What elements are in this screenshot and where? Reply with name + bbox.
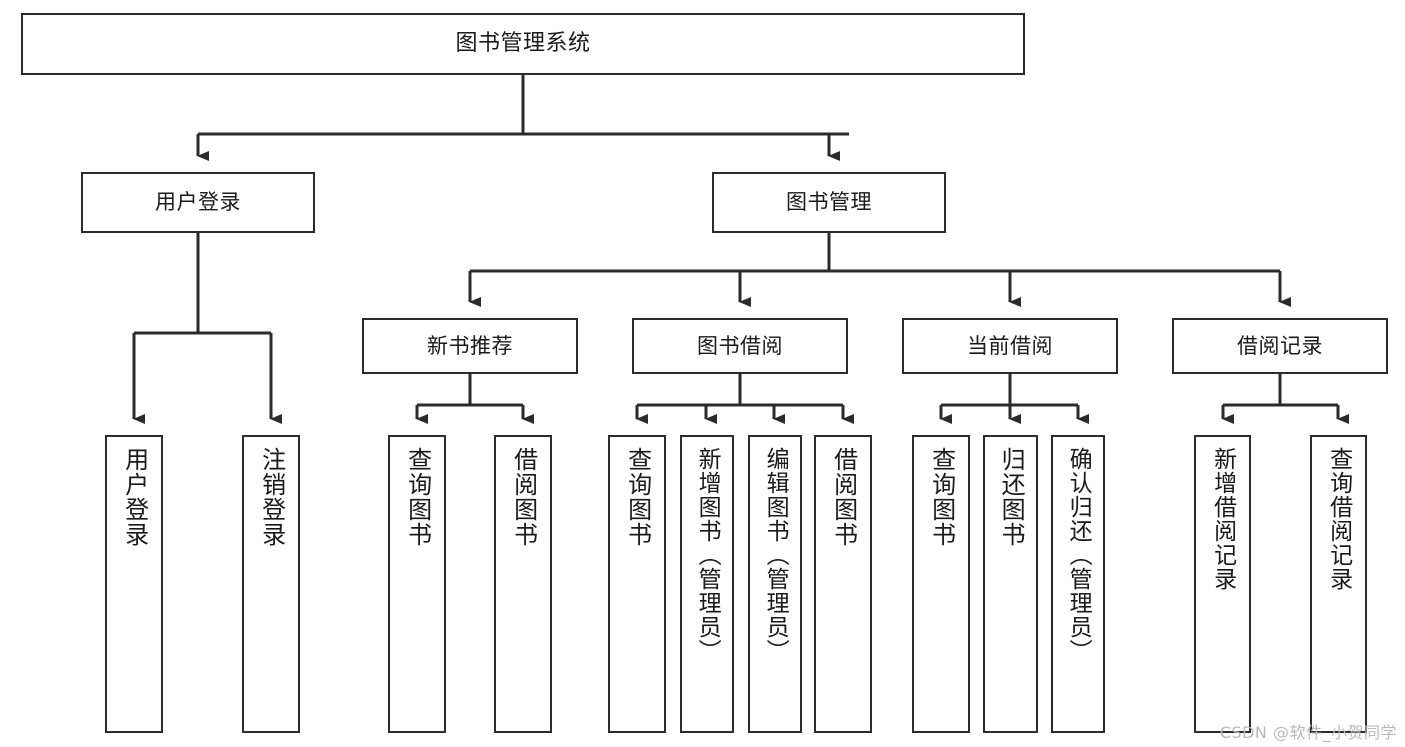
node-borrow-record-label: 借阅记录 — [1237, 333, 1323, 358]
node-leaf-user-login[interactable]: 用户登录 — [105, 435, 163, 733]
node-current-borrow[interactable]: 当前借阅 — [902, 318, 1118, 374]
node-root[interactable]: 图书管理系统 — [21, 13, 1025, 75]
node-book-manage[interactable]: 图书管理 — [712, 172, 946, 233]
node-leaf-add-record[interactable]: 新增借阅记录 — [1194, 435, 1251, 733]
node-leaf-logout[interactable]: 注销登录 — [242, 435, 300, 733]
node-leaf-query-book-2-label: 查询图书 — [623, 447, 652, 547]
node-leaf-return-book-label: 归还图书 — [997, 447, 1026, 547]
node-leaf-borrow-book-2-label: 借阅图书 — [829, 447, 858, 547]
node-leaf-return-book[interactable]: 归还图书 — [983, 435, 1038, 733]
node-leaf-query-record[interactable]: 查询借阅记录 — [1310, 435, 1367, 733]
node-leaf-add-book-label: 新增图书（管理员） — [694, 447, 721, 663]
node-leaf-confirm-return[interactable]: 确认归还（管理员） — [1051, 435, 1105, 733]
csdn-watermark: CSDN @软件_小贺同学 — [1219, 723, 1397, 742]
node-leaf-logout-label: 注销登录 — [257, 447, 286, 547]
node-book-borrow-label: 图书借阅 — [697, 333, 783, 358]
node-leaf-edit-book[interactable]: 编辑图书（管理员） — [748, 435, 802, 733]
node-current-borrow-label: 当前借阅 — [967, 333, 1053, 358]
node-leaf-borrow-book-1-label: 借阅图书 — [509, 447, 538, 547]
node-leaf-borrow-book-1[interactable]: 借阅图书 — [494, 435, 552, 733]
node-leaf-query-book-2[interactable]: 查询图书 — [608, 435, 666, 733]
node-borrow-record[interactable]: 借阅记录 — [1172, 318, 1388, 374]
node-leaf-user-login-label: 用户登录 — [120, 447, 149, 547]
node-leaf-borrow-book-2[interactable]: 借阅图书 — [814, 435, 872, 733]
node-book-manage-label: 图书管理 — [786, 190, 872, 215]
node-root-label: 图书管理系统 — [455, 31, 591, 57]
node-leaf-query-book-3-label: 查询图书 — [927, 447, 956, 547]
node-new-book-rec-label: 新书推荐 — [427, 333, 513, 358]
node-leaf-query-book-3[interactable]: 查询图书 — [912, 435, 970, 733]
node-leaf-query-book-1-label: 查询图书 — [403, 447, 432, 547]
node-leaf-query-book-1[interactable]: 查询图书 — [388, 435, 446, 733]
node-leaf-add-record-label: 新增借阅记录 — [1209, 447, 1236, 591]
node-user-login-label: 用户登录 — [155, 190, 241, 215]
node-book-borrow[interactable]: 图书借阅 — [632, 318, 848, 374]
node-leaf-edit-book-label: 编辑图书（管理员） — [762, 447, 789, 663]
node-leaf-query-record-label: 查询借阅记录 — [1325, 447, 1352, 591]
node-user-login[interactable]: 用户登录 — [81, 172, 315, 233]
node-new-book-rec[interactable]: 新书推荐 — [362, 318, 578, 374]
node-leaf-confirm-return-label: 确认归还（管理员） — [1065, 447, 1092, 663]
node-leaf-add-book[interactable]: 新增图书（管理员） — [680, 435, 734, 733]
